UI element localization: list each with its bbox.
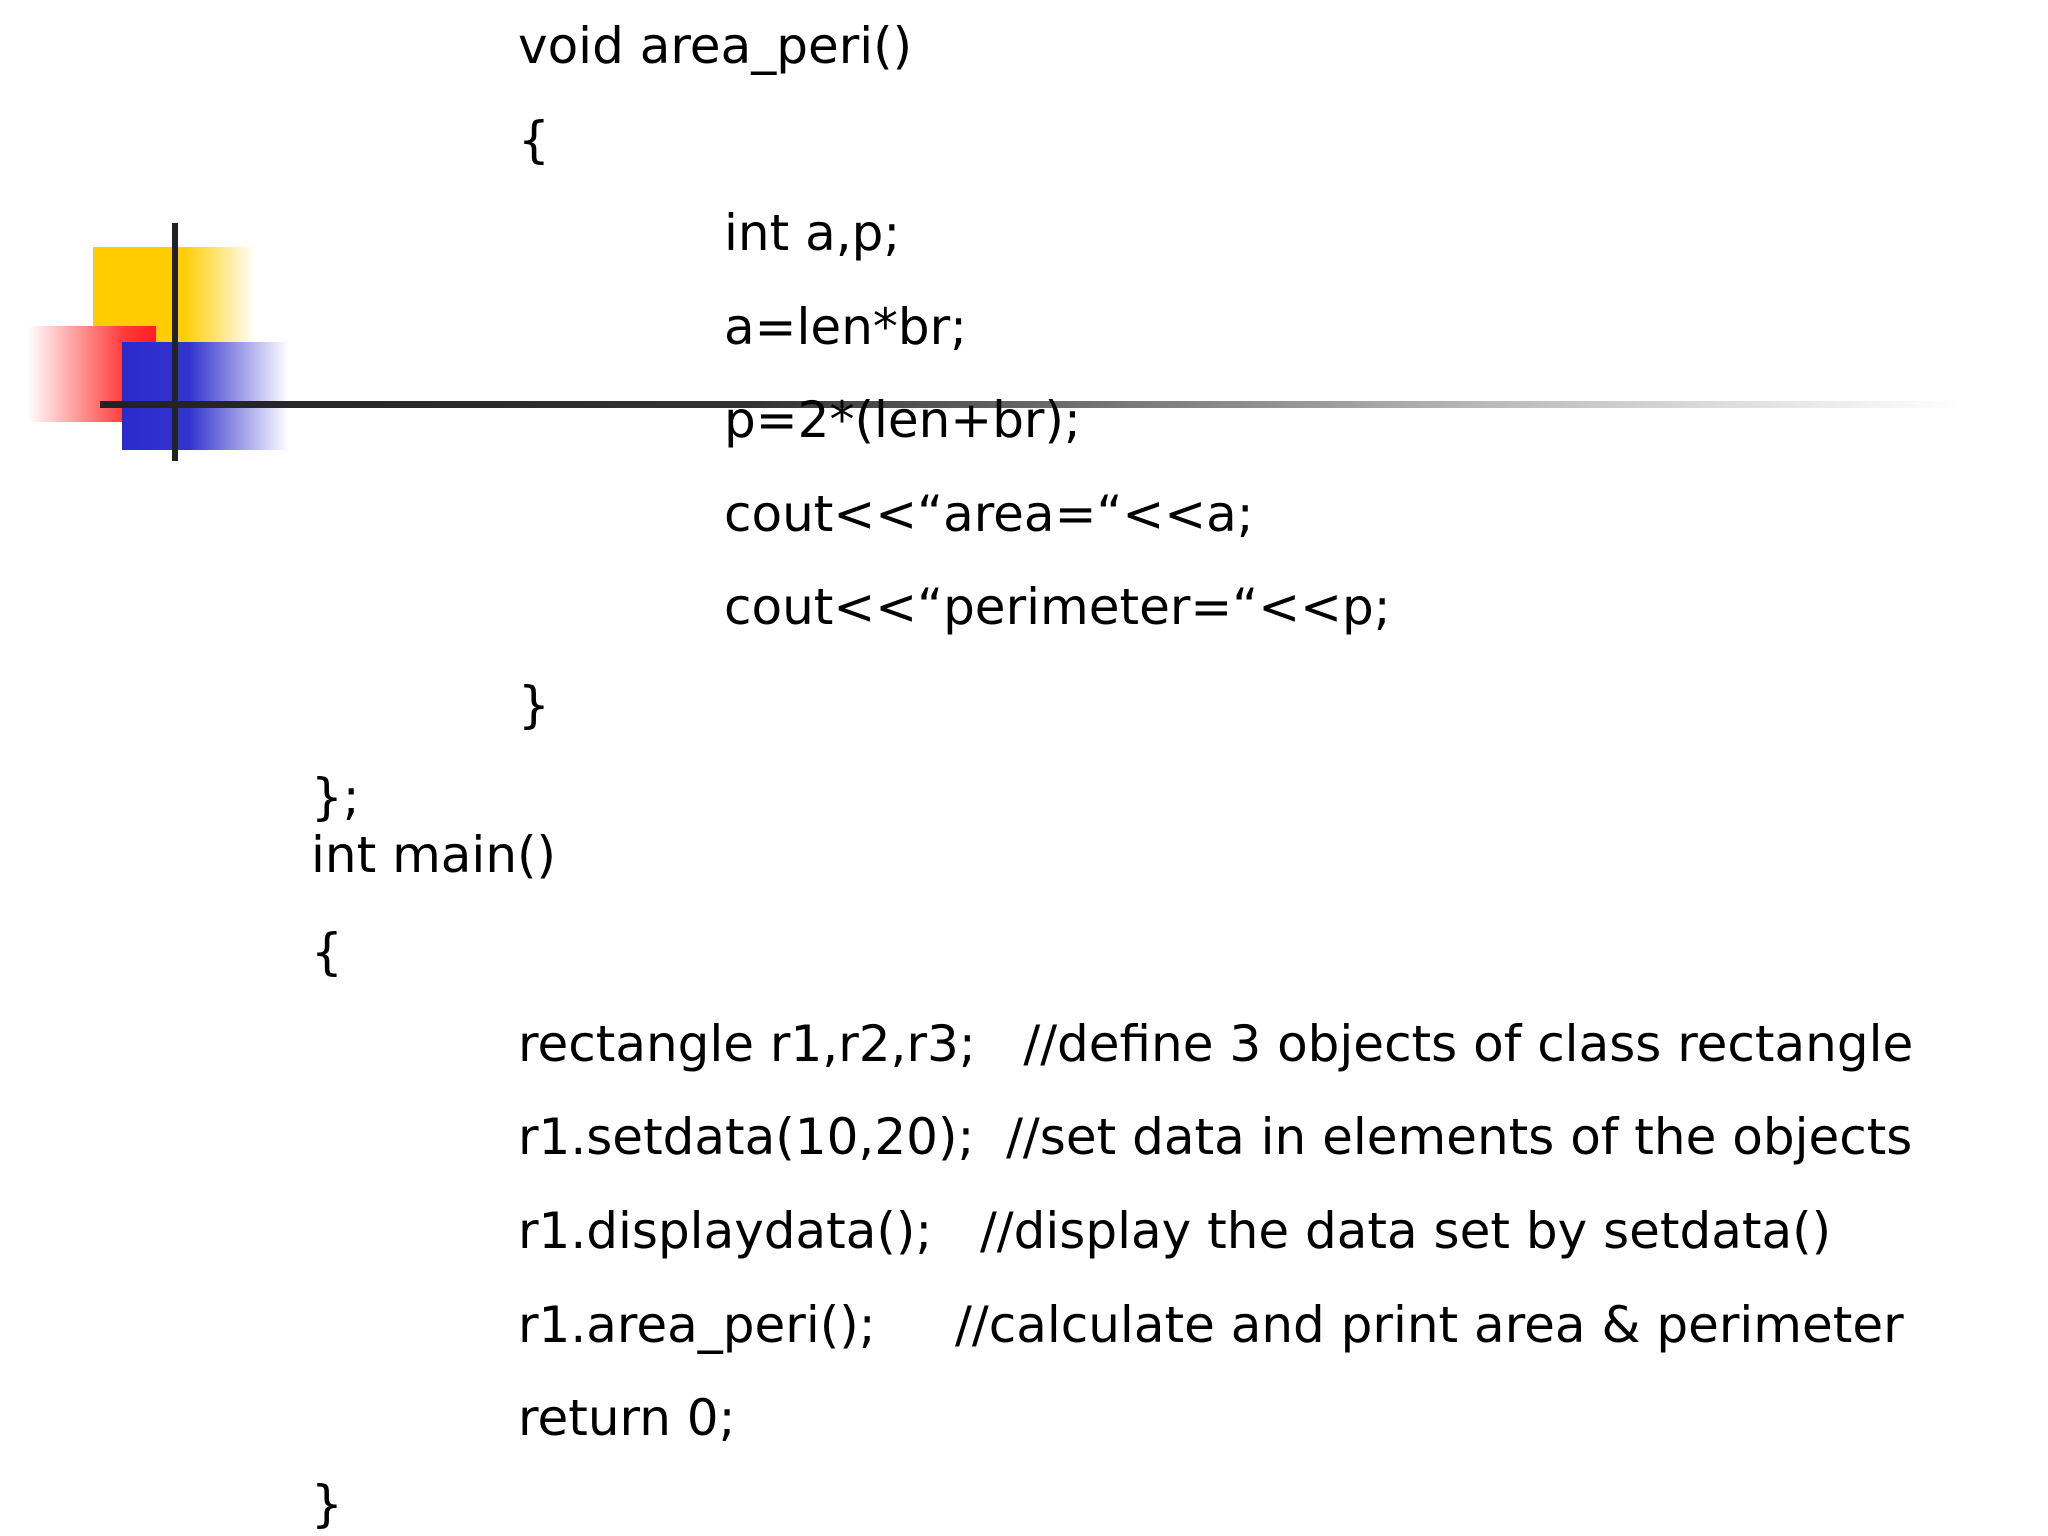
code-line: }; [311, 768, 360, 826]
code-line: int main() [311, 826, 557, 884]
code-line: { [311, 923, 343, 981]
code-line: rectangle r1,r2,r3; //define 3 objects o… [518, 1015, 1914, 1073]
code-line: a=len*br; [724, 298, 968, 356]
code-line: void area_peri() [518, 17, 913, 75]
code-line: int a,p; [724, 204, 901, 262]
code-line: r1.area_peri(); //calculate and print ar… [518, 1296, 1904, 1354]
code-line: { [518, 111, 550, 169]
code-line: } [518, 676, 550, 734]
code-line: r1.setdata(10,20); //set data in element… [518, 1108, 1913, 1166]
code-line: p=2*(len+br); [724, 391, 1081, 449]
logo-vertical-rule [172, 223, 178, 461]
code-line: cout<<“area=“<<a; [724, 485, 1254, 543]
code-line: r1.displaydata(); //display the data set… [518, 1202, 1832, 1260]
code-line: } [311, 1475, 343, 1533]
code-line: return 0; [518, 1389, 736, 1447]
title-horizontal-rule [100, 401, 1960, 408]
logo-blue-square [122, 342, 289, 450]
code-line: cout<<“perimeter=“<<p; [724, 578, 1391, 636]
